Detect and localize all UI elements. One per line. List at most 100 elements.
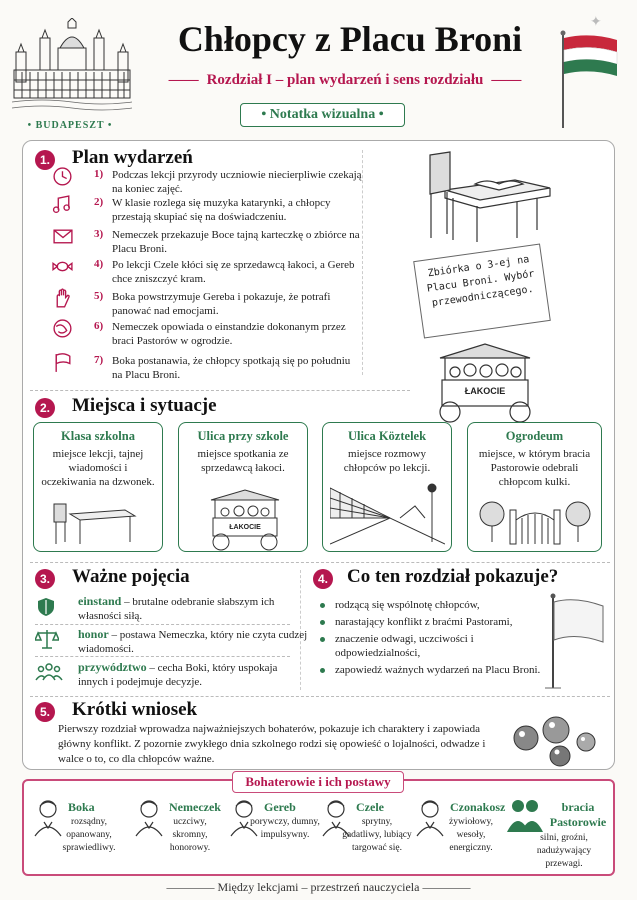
section-2-number: 2. — [35, 398, 55, 418]
divider — [30, 696, 610, 697]
shield-icon — [35, 596, 57, 618]
event-text: Po lekcji Czele kłóci się ze sprzedawcą … — [112, 259, 355, 285]
flag-icon — [52, 352, 74, 374]
boy-portrait-icon — [32, 796, 64, 838]
place-card-classroom: Klasa szkolna miejsce lekcji, tajnej wia… — [33, 422, 163, 552]
event-number: 3) — [94, 228, 104, 240]
conclusion-text: Pierwszy rozdział wprowadza najważniejsz… — [58, 723, 486, 765]
bullet-icon — [320, 637, 325, 642]
hero-name: Czele — [356, 800, 384, 814]
section-4-title: Co ten rozdział pokazuje? — [347, 566, 559, 587]
divider — [35, 656, 290, 657]
divider — [30, 562, 610, 563]
music-notes-icon — [52, 194, 74, 216]
section-4-number: 4. — [313, 569, 333, 589]
candy-icon — [52, 256, 74, 278]
place-name: Ulica Köztelek — [347, 429, 427, 443]
page-title: Chłopcy z Placu Broni — [177, 19, 523, 59]
hero-desc: sprytny, gadatliwy, lubiący targować się… — [342, 817, 412, 853]
white-flag-icon — [545, 592, 607, 692]
brothers-silhouette-icon — [507, 796, 543, 836]
event-text: Nemeczek opowiada o einstandzie dokonany… — [112, 321, 346, 347]
place-card-street: Ulica przy szkole miejsce spotkania ze s… — [178, 422, 308, 552]
event-text: W klasie rozlega się muzyka katarynki, a… — [112, 197, 331, 223]
event-text: Boka powstrzymuje Gereba i pokazuje, że … — [112, 291, 331, 317]
cart-sign: ŁAKOCIE — [229, 524, 261, 531]
section-3-number: 3. — [35, 569, 55, 589]
parliament-illustration — [12, 18, 132, 118]
hero-desc: żywiołowy, wesoły, energiczny. — [449, 817, 493, 853]
event-text: Podczas lekcji przyrody uczniowie niecie… — [112, 169, 362, 195]
hero-name: Boka — [68, 800, 95, 814]
envelope-icon — [52, 226, 74, 248]
term-honor: honor – postawa Nemeczka, który nie czyt… — [78, 627, 308, 655]
place-desc: miejsce spotkania ze sprzedawcą łakoci. — [197, 448, 289, 474]
event-number: 4) — [94, 258, 104, 270]
boy-portrait-icon — [133, 796, 165, 838]
boy-portrait-icon — [320, 796, 352, 838]
divider — [30, 390, 410, 391]
marble-icon — [52, 318, 74, 340]
section-1-title: Plan wydarzeń — [72, 147, 193, 168]
school-desk-illustration — [425, 150, 555, 245]
point-text: zapowiedź ważnych wydarzeń na Placu Bron… — [335, 664, 541, 676]
hero-name: Nemeczek — [169, 800, 221, 814]
place-desc: miejsce, w którym bracia Pastorowie odeb… — [478, 448, 591, 488]
hero-desc: porywczy, dumny, impulsywny. — [250, 817, 320, 840]
heroes-title: Bohaterowie i ich postawy — [232, 771, 404, 793]
scales-icon — [35, 628, 59, 650]
hero-name: bracia Pastorowie — [549, 800, 607, 829]
footer: ———— Między lekcjami – przestrzeń nauczy… — [166, 880, 471, 894]
event-number: 6) — [94, 320, 104, 332]
bullet-icon — [320, 668, 325, 673]
divider — [300, 570, 301, 690]
hand-icon — [52, 288, 74, 310]
hero-desc: silni, groźni, nadużywający przewagi. — [536, 833, 592, 869]
section-5-title: Krótki wniosek — [72, 699, 198, 720]
candy-cart-illustration — [430, 340, 540, 425]
place-name: Ogrodeum — [505, 429, 564, 443]
street-illustration — [330, 478, 445, 548]
boy-portrait-icon — [228, 796, 260, 838]
place-desc: miejsce rozmowy chłopców po lekcji. — [343, 448, 431, 474]
event-number: 7) — [94, 354, 104, 366]
event-number: 1) — [94, 168, 104, 180]
divider — [362, 150, 363, 375]
place-name: Ulica przy szkole — [197, 429, 289, 443]
page-subtitle: ——Rozdział I – plan wydarzeń i sens rozd… — [168, 72, 522, 88]
divider — [35, 624, 290, 625]
event-text: Boka postanawia, że chłopcy spotkają się… — [112, 355, 351, 381]
hero-name: Czonakosz — [450, 800, 506, 814]
term-przywodztwo: przywództwo – cecha Boki, który uspokaja… — [78, 660, 278, 688]
section-1-number: 1. — [35, 150, 55, 170]
desk-small-illustration — [50, 500, 140, 548]
marbles-illustration — [508, 712, 598, 768]
event-text: Nemeczek przekazuje Boce tajną karteczkę… — [112, 229, 360, 255]
section-2-title: Miejsca i sytuacje — [72, 395, 217, 416]
bullet-icon — [320, 620, 325, 625]
section-3-title: Ważne pojęcia — [72, 566, 190, 587]
hungarian-flag-icon — [555, 30, 625, 130]
hero-desc: uczciwy, skromny, honorowy. — [169, 817, 211, 853]
section-5-number: 5. — [35, 702, 55, 722]
point-text: znaczenie odwagi, uczciwości i odpowiedz… — [335, 633, 474, 659]
point-text: narastający konflikt z braćmi Pastorami, — [335, 616, 513, 628]
hero-desc: rozsądny, opanowany, sprawiedliwy. — [62, 817, 116, 853]
clock-icon — [52, 166, 74, 188]
sparkle-icon: ✦ — [590, 14, 602, 30]
cart-small-illustration — [205, 488, 285, 552]
group-people-icon — [35, 662, 63, 682]
term-einstand: einstand – brutalne odebranie słabszym i… — [78, 594, 275, 622]
garden-gate-illustration — [478, 492, 593, 548]
point-text: rodzącą się wspólnotę chłopców, — [335, 599, 480, 611]
event-number: 2) — [94, 196, 104, 208]
cart-sign: ŁAKOCIE — [464, 386, 506, 396]
notes-badge: • Notatka wizualna • — [240, 103, 405, 127]
boy-portrait-icon — [414, 796, 446, 838]
place-desc: miejsce lekcji, tajnej wiadomości i ocze… — [41, 448, 155, 488]
hero-name: Gereb — [264, 800, 296, 814]
city-label: • BUDAPESZT • — [27, 120, 113, 131]
bullet-icon — [320, 603, 325, 608]
event-number: 5) — [94, 290, 104, 302]
place-name: Klasa szkolna — [61, 429, 135, 443]
